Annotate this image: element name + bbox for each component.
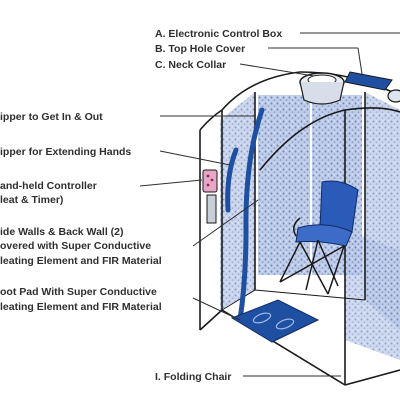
label-foot-pad-line2: leating Element and FIR Material xyxy=(0,301,162,313)
controller-button xyxy=(206,183,210,187)
chair-armrest xyxy=(293,217,301,237)
foot-print-icon xyxy=(252,312,272,324)
controller-holder xyxy=(206,194,217,224)
labels: A. Electronic Control Box B. Top Hole Co… xyxy=(0,28,282,383)
tent-top xyxy=(299,71,400,105)
chair-leg xyxy=(279,241,301,283)
chair-leg xyxy=(305,239,319,291)
zipper-get-in-out xyxy=(237,107,265,323)
label-folding-chair: I. Folding Chair xyxy=(155,371,231,383)
leader-c xyxy=(239,63,315,77)
foot-pad xyxy=(230,299,320,343)
frame-front-arc xyxy=(259,107,400,171)
hand-held-controller xyxy=(202,169,218,224)
zippers xyxy=(225,107,265,323)
frame-floor-diagonal xyxy=(221,289,256,311)
zipper-extending-hands xyxy=(225,147,239,213)
label-top-hole-cover: B. Top Hole Cover xyxy=(155,43,245,55)
foot-pad-mat xyxy=(230,299,320,343)
label-hand-held-controller-line2: leat & Timer) xyxy=(0,194,63,206)
frame-floor-right xyxy=(344,369,400,386)
folding-chair xyxy=(279,180,359,295)
label-zipper-get-in-out: ipper to Get In & Out xyxy=(0,111,103,123)
label-electronic-control-box: A. Electronic Control Box xyxy=(155,28,282,40)
label-zipper-extending-hands: ipper for Extending Hands xyxy=(0,146,131,158)
frame-floor-back xyxy=(254,289,366,301)
frame-top-arc-left xyxy=(221,71,301,111)
controller-button xyxy=(206,174,210,178)
label-walls-line1: ide Walls & Back Wall (2) xyxy=(0,226,124,238)
neck-collar-sleeve xyxy=(299,81,345,105)
front-right-panel xyxy=(345,230,400,360)
foot-print-icon xyxy=(275,318,295,330)
chair-seat xyxy=(295,224,353,247)
chair-leg xyxy=(327,245,345,295)
electronic-control-box xyxy=(387,89,400,103)
chair-leg xyxy=(317,239,339,287)
label-hand-held-controller-line1: and-held Controller xyxy=(0,180,97,192)
leader-f xyxy=(139,179,203,187)
leader-e xyxy=(159,150,231,166)
chair-backrest xyxy=(319,180,359,233)
label-walls-line3: leating Element and FIR Material xyxy=(0,255,162,267)
leader-g xyxy=(192,199,259,247)
frame-left-bottom-edge xyxy=(199,309,223,331)
leader-b-down xyxy=(357,47,363,75)
controller-body xyxy=(202,169,218,193)
controller-button xyxy=(210,178,214,182)
leader-lines xyxy=(139,32,400,377)
frame-left-top-edge xyxy=(199,109,223,131)
label-walls-line2: overed with Super Conductive xyxy=(0,240,151,252)
leader-h xyxy=(192,297,241,321)
label-foot-pad-line1: oot Pad With Super Conductive xyxy=(0,286,157,298)
chair-legs xyxy=(279,217,345,295)
chair-leg xyxy=(299,241,329,295)
label-neck-collar: C. Neck Collar xyxy=(155,59,226,71)
back-wall-panel-left xyxy=(258,95,310,275)
top-hole-cover xyxy=(344,71,393,91)
